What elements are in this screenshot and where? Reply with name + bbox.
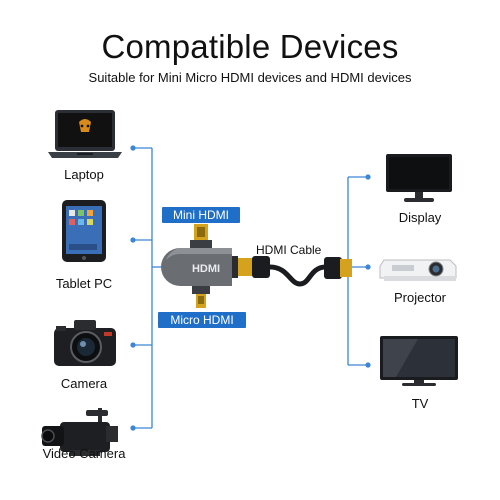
mini-hdmi-tag: Mini HDMI bbox=[162, 207, 240, 223]
device-label-video-camera: Video Camera bbox=[42, 446, 126, 461]
hdmi-cable-label: HDMI Cable bbox=[256, 243, 322, 257]
projector-device bbox=[379, 252, 458, 284]
micro-hdmi-tag: Micro HDMI bbox=[158, 312, 246, 328]
laptop-icon bbox=[48, 110, 122, 158]
device-label-tv: TV bbox=[411, 396, 429, 411]
camera-device bbox=[52, 318, 118, 368]
page-subtitle: Suitable for Mini Micro HDMI devices and… bbox=[88, 70, 412, 85]
hdmi-adapter-icon: HDMI bbox=[161, 224, 352, 308]
tablet-device bbox=[60, 200, 108, 264]
tv-icon bbox=[380, 336, 458, 386]
device-label-laptop: Laptop bbox=[64, 167, 104, 182]
video-camera-icon bbox=[41, 408, 118, 456]
device-label-projector: Projector bbox=[393, 290, 447, 305]
camera-icon bbox=[54, 320, 116, 366]
adapter-body-text: HDMI bbox=[192, 263, 220, 275]
laptop-device bbox=[46, 108, 124, 162]
device-label-camera: Camera bbox=[60, 376, 108, 391]
projector-icon bbox=[379, 259, 457, 281]
tablet-icon bbox=[62, 200, 106, 262]
page-title: Compatible Devices bbox=[101, 28, 399, 65]
video-camera-device bbox=[40, 406, 122, 460]
device-label-display: Display bbox=[398, 210, 442, 225]
monitor-icon bbox=[386, 154, 452, 202]
tv-device bbox=[378, 334, 460, 388]
device-label-tablet: Tablet PC bbox=[55, 276, 113, 291]
display-device bbox=[384, 152, 454, 204]
